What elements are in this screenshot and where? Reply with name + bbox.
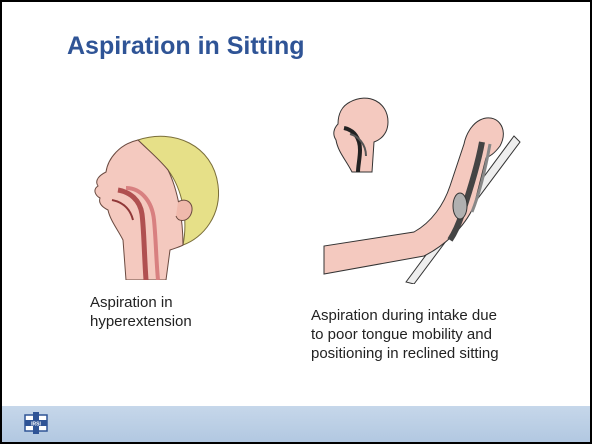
left-caption-line-1: Aspiration in bbox=[90, 293, 250, 312]
institution-logo-icon: IRSI bbox=[24, 412, 48, 434]
right-caption-line-1: Aspiration during intake due bbox=[311, 306, 581, 325]
right-caption-line-2: to poor tongue mobility and bbox=[311, 325, 581, 344]
footer-bar: IRSI bbox=[2, 406, 590, 442]
right-caption-line-3: positioning in reclined sitting bbox=[311, 344, 581, 363]
slide-title: Aspiration in Sitting bbox=[67, 32, 305, 61]
reclined-sitting-illustration bbox=[314, 94, 524, 284]
svg-text:IRSI: IRSI bbox=[31, 422, 41, 428]
left-caption: Aspiration in hyperextension bbox=[90, 293, 250, 331]
left-caption-line-2: hyperextension bbox=[90, 312, 250, 331]
right-caption: Aspiration during intake due to poor ton… bbox=[311, 306, 581, 363]
hyperextension-head-illustration bbox=[78, 130, 228, 280]
